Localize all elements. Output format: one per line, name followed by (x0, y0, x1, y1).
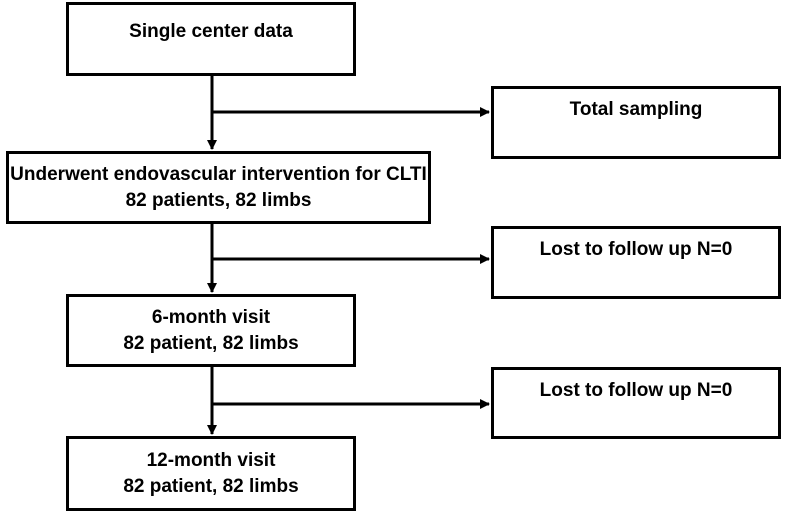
box-lost-to-follow-up-2-label: Lost to follow up N=0 (539, 380, 733, 401)
box-lost-to-follow-up-1: Lost to follow up N=0 (491, 226, 781, 299)
box-lost-to-follow-up-1-label: Lost to follow up N=0 (539, 239, 733, 260)
box-12-month-visit-title: 12-month visit (146, 449, 276, 471)
box-12-month-visit: 12-month visit 82 patient, 82 limbs (66, 436, 356, 511)
box-endovascular-intervention: Underwent endovascular intervention for … (6, 151, 431, 224)
box-single-center-data-label: Single center data (129, 21, 293, 42)
box-6-month-visit: 6-month visit 82 patient, 82 limbs (66, 294, 356, 367)
box-total-sampling-label: Total sampling (569, 99, 703, 120)
box-endovascular-intervention-count: 82 patients, 82 limbs (125, 189, 312, 211)
box-6-month-visit-count: 82 patient, 82 limbs (123, 332, 299, 354)
box-endovascular-intervention-title: Underwent endovascular intervention for … (10, 163, 427, 185)
box-lost-to-follow-up-2: Lost to follow up N=0 (491, 367, 781, 439)
box-total-sampling: Total sampling (491, 86, 781, 159)
box-6-month-visit-title: 6-month visit (151, 306, 271, 328)
box-single-center-data: Single center data (66, 2, 356, 76)
box-12-month-visit-count: 82 patient, 82 limbs (123, 475, 299, 497)
